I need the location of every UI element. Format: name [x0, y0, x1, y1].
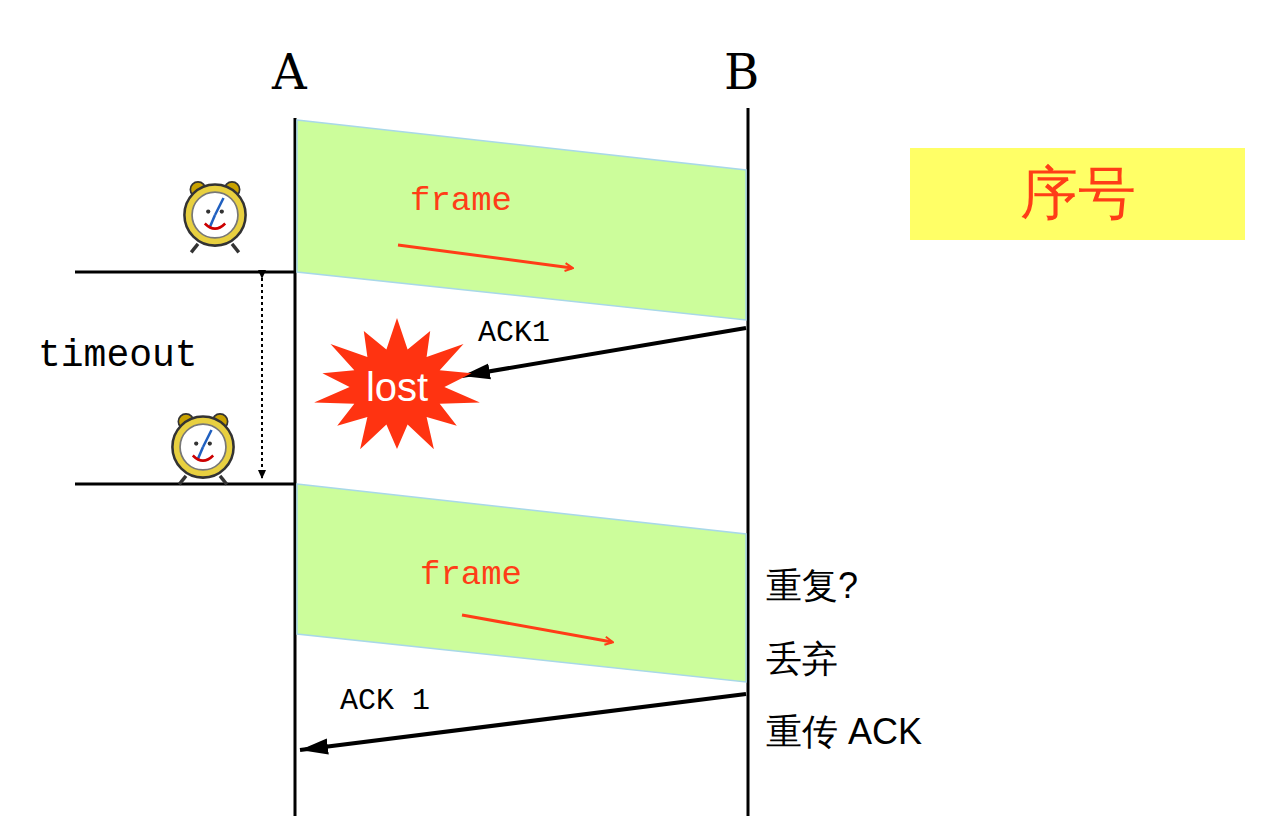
ack-label: ACK1	[478, 316, 550, 350]
receiver-note: 重传 ACK	[766, 708, 922, 757]
receiver-note: 丢弃	[766, 635, 838, 684]
timeout-label: timeout	[38, 334, 198, 377]
frame-band: frame	[297, 484, 746, 682]
receiver-note: 重复?	[766, 562, 858, 611]
frame-band-shape	[297, 120, 746, 320]
lifeline-name: B	[724, 44, 759, 100]
ack-label: ACK 1	[340, 684, 430, 718]
frame-band: frame	[297, 120, 746, 320]
node-text: frame	[410, 182, 512, 220]
node-text: 序号	[1020, 155, 1136, 233]
node-text: frame	[420, 556, 522, 594]
title-box: 序号	[910, 148, 1245, 240]
lost-burst: lost	[312, 318, 482, 456]
node-text: lost	[366, 365, 428, 410]
lifeline-name: A	[272, 44, 307, 100]
